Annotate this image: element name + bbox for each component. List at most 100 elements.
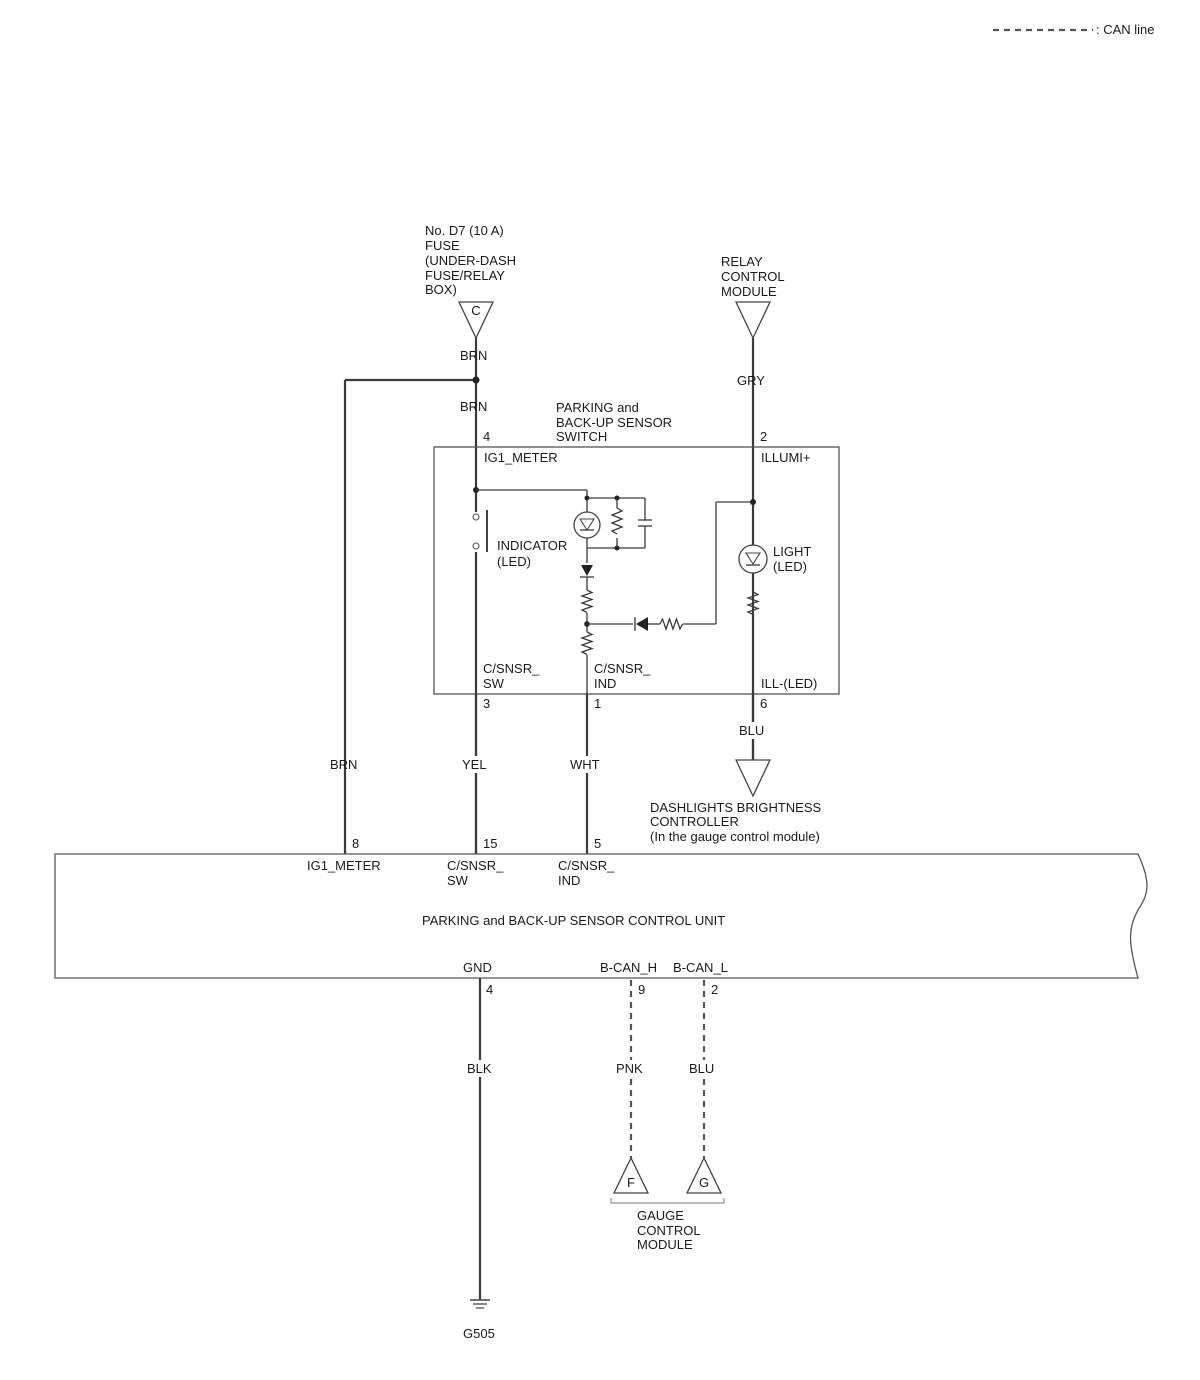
control-unit-box <box>54 853 1148 979</box>
legend-label: : CAN line <box>1096 22 1155 37</box>
light-label: LIGHT <box>773 544 811 559</box>
unit-pin-name-can-l: B-CAN_L <box>673 960 728 975</box>
fuse-label-line: BOX) <box>425 282 457 297</box>
resistor-symbol <box>580 631 594 656</box>
unit-pin-number-ig1: 8 <box>352 836 359 851</box>
unit-pin-number-sw: 15 <box>483 836 497 851</box>
resistor-symbol <box>610 507 624 535</box>
switch-pin-number-ind: 1 <box>594 696 601 711</box>
unit-pin-name-ig1: IG1_METER <box>307 858 381 873</box>
gauge-label-line: GAUGE <box>637 1208 684 1223</box>
indicator-label: (LED) <box>497 554 531 569</box>
label-gap <box>686 1060 722 1077</box>
wire-color-can-l: BLU <box>689 1061 714 1076</box>
junction-dot <box>750 499 756 505</box>
switch-internal-circuit <box>473 487 768 694</box>
fuse-label-line: No. D7 (10 A) <box>425 223 504 238</box>
unit-pin-name-gnd: GND <box>463 960 492 975</box>
switch-pin-number-illumi: 2 <box>760 429 767 444</box>
switch-pin-name-ind: C/SNSR_ <box>594 661 651 676</box>
dash-label-line: DASHLIGHTS BRIGHTNESS <box>650 800 822 815</box>
label-gap <box>462 1060 498 1077</box>
light-label: (LED) <box>773 559 807 574</box>
switch-pin-name-sw: C/SNSR_ <box>483 661 540 676</box>
gauge-connector-g <box>685 1156 723 1194</box>
ground-symbol <box>470 1299 490 1309</box>
indicator-led-diode <box>578 518 596 532</box>
gauge-label: GAUGE CONTROL MODULE <box>637 1208 701 1252</box>
relay-label-line: MODULE <box>721 284 777 299</box>
unit-pin-name-ind: C/SNSR_ <box>558 858 615 873</box>
relay-connector-symbol <box>734 301 772 340</box>
switch-pin-name-ig1: IG1_METER <box>484 450 558 465</box>
contact-point <box>472 513 480 521</box>
switch-title-line: SWITCH <box>556 429 607 444</box>
wire-color-switch-feed: BRN <box>460 399 487 414</box>
label-gap <box>565 756 609 773</box>
wire-color-can-h: PNK <box>616 1061 643 1076</box>
unit-pin-number-can-h: 9 <box>638 982 645 997</box>
resistor-symbol <box>580 589 594 614</box>
light-led-diode <box>744 552 762 566</box>
relay-label-line: RELAY <box>721 254 763 269</box>
wire-color-branch: BRN <box>330 757 357 772</box>
wire-color-sw: YEL <box>462 757 487 772</box>
fuse-terminal-letter: C <box>471 303 480 318</box>
label-gap <box>735 722 771 739</box>
switch-pin-name-ill: ILL-(LED) <box>761 676 817 691</box>
unit-pin-name-can-h: B-CAN_H <box>600 960 657 975</box>
wire-color-fuse-out: BRN <box>460 348 487 363</box>
switch-pin-number-ill: 6 <box>760 696 767 711</box>
ground-label: G505 <box>463 1326 495 1341</box>
contact-gap <box>466 512 486 552</box>
fuse-label-line: FUSE/RELAY <box>425 268 505 283</box>
fuse-connector-symbol <box>457 301 495 340</box>
wire-color-ind: WHT <box>570 757 600 772</box>
switch-title-line: PARKING and <box>556 400 639 415</box>
switch-box <box>433 446 840 695</box>
wire-color-gnd: BLK <box>467 1061 492 1076</box>
gauge-label-line: MODULE <box>637 1237 693 1252</box>
gauge-bracket <box>610 1198 725 1204</box>
legend: : CAN line <box>993 22 1155 37</box>
dash-label: DASHLIGHTS BRIGHTNESS CONTROLLER (In the… <box>650 800 822 844</box>
switch-pin-name-sw: SW <box>483 676 505 691</box>
indicator-label: INDICATOR <box>497 538 567 553</box>
switch-title: PARKING and BACK-UP SENSOR SWITCH <box>556 400 672 444</box>
unit-pin-name-ind: IND <box>558 873 580 888</box>
dash-label-line: (In the gauge control module) <box>650 829 820 844</box>
unit-pin-number-can-l: 2 <box>711 982 718 997</box>
switch-contact-symbol <box>466 510 488 552</box>
switch-title-line: BACK-UP SENSOR <box>556 415 672 430</box>
control-unit-title: PARKING and BACK-UP SENSOR CONTROL UNIT <box>422 913 725 928</box>
fuse-label-line: FUSE <box>425 238 460 253</box>
gauge-label-line: CONTROL <box>637 1223 701 1238</box>
gauge-terminal-letter: G <box>699 1175 709 1190</box>
diode-symbol <box>581 565 593 576</box>
fuse-label-line: (UNDER-DASH <box>425 253 516 268</box>
resistor-symbol <box>659 617 684 631</box>
switch-pin-name-illumi: ILLUMI+ <box>761 450 811 465</box>
unit-pin-name-sw: C/SNSR_ <box>447 858 504 873</box>
unit-pin-number-gnd: 4 <box>486 982 493 997</box>
dash-label-line: CONTROLLER <box>650 814 739 829</box>
contact-point <box>472 542 480 550</box>
relay-label-line: CONTROL <box>721 269 785 284</box>
label-gap <box>455 756 497 773</box>
switch-pin-number-sw: 3 <box>483 696 490 711</box>
label-gap <box>613 1060 651 1077</box>
fuse-label: No. D7 (10 A) FUSE (UNDER-DASH FUSE/RELA… <box>425 223 516 297</box>
resistor-symbol <box>746 591 760 616</box>
unit-pin-number-ind: 5 <box>594 836 601 851</box>
gauge-connector-f <box>612 1156 650 1194</box>
diode-symbol <box>636 617 648 631</box>
indicator-led-symbol <box>573 511 601 539</box>
switch-pin-number-ig1: 4 <box>483 429 490 444</box>
dash-connector-symbol <box>734 759 772 798</box>
relay-label: RELAY CONTROL MODULE <box>721 254 785 299</box>
wire-color-relay: GRY <box>737 373 765 388</box>
light-led-symbol <box>738 544 768 574</box>
splice-dot <box>472 376 480 384</box>
gauge-terminal-letter: F <box>627 1175 635 1190</box>
